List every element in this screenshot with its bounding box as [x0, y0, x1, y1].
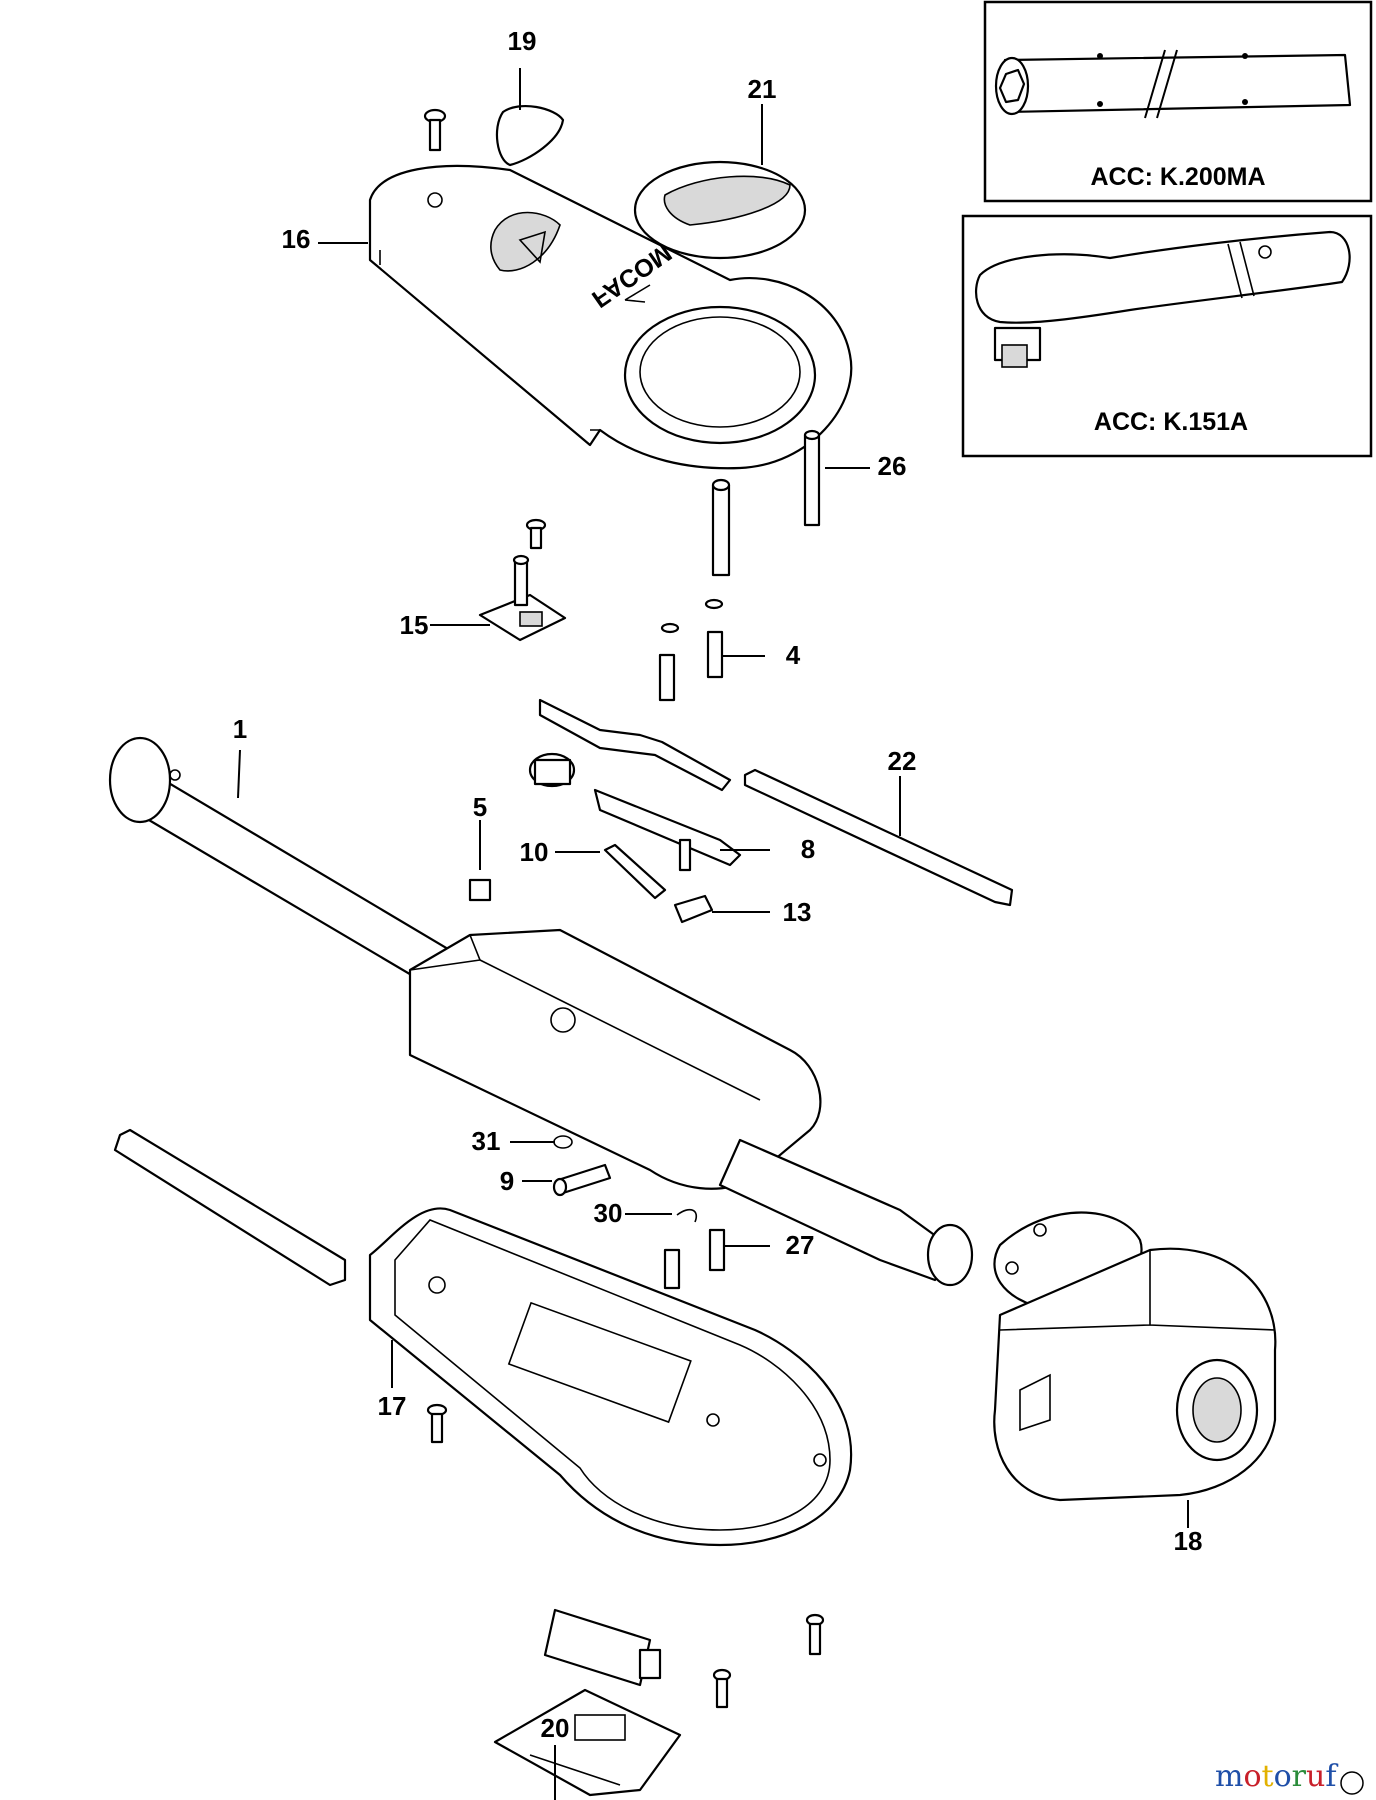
screw-top: [423, 108, 447, 152]
callout-27: 27: [786, 1230, 815, 1260]
callout-18: 18: [1174, 1526, 1203, 1556]
screw-lower-right: [805, 1613, 825, 1656]
sensor-arm: [528, 698, 742, 872]
head-housing-18: [993, 1247, 1277, 1502]
callout-21: 20: [541, 1713, 570, 1743]
battery-holder-21: [493, 1688, 682, 1797]
standoff-26: [803, 429, 821, 527]
pin-9: [552, 1163, 612, 1197]
button-cap-19: [495, 104, 565, 167]
accessory-box-ratchet: ACC: K.151A: [961, 214, 1373, 458]
watermark-letter: o: [1274, 1759, 1292, 1794]
lower-housing-17: [368, 1207, 853, 1547]
side-rail: [113, 1128, 347, 1287]
pin-13: [673, 894, 714, 924]
callout-15: 15: [400, 610, 429, 640]
callout-9: 9: [500, 1166, 514, 1196]
callout-16: 16: [282, 224, 311, 254]
battery: [543, 1608, 662, 1687]
extension-bar-icon: [994, 49, 1352, 119]
callout-5: 5: [473, 792, 487, 822]
callout-19: 19: [508, 26, 537, 56]
watermark-text: motoruf: [1215, 1759, 1338, 1794]
guide-rail-22: [743, 768, 1014, 907]
callout-1: 1: [233, 714, 247, 744]
pin-10: [603, 843, 667, 900]
accessory-box-extension: ACC: K.200MA: [983, 0, 1373, 203]
callout-13: 13: [783, 897, 812, 927]
oring-31: [553, 1135, 573, 1149]
standoff-long: [711, 478, 731, 577]
screw-15: [525, 518, 547, 550]
upper-cover-16: FACOM: [368, 164, 853, 470]
callout-20: 21: [748, 74, 777, 104]
main-frame: [408, 928, 974, 1287]
accessory-label-k200ma: ACC: K.200MA: [1090, 163, 1265, 191]
watermark-letter: m: [1215, 1759, 1243, 1794]
watermark-letter: r: [1292, 1759, 1307, 1794]
accessory-label-k151a: ACC: K.151A: [1094, 408, 1248, 436]
callout-10: 10: [520, 837, 549, 867]
callout-31: 31: [472, 1126, 501, 1156]
screw-lower-mid: [712, 1668, 732, 1709]
watermark-letter: t: [1262, 1759, 1274, 1794]
leader-lines: [237, 68, 1189, 1800]
callout-8: 8: [801, 834, 815, 864]
window-lens-20: [633, 160, 807, 260]
watermark-letter: f: [1325, 1759, 1338, 1794]
callout-4: 4: [786, 640, 801, 670]
watermark-letter: u: [1306, 1759, 1325, 1794]
ratchet-head-icon: [974, 230, 1351, 368]
screw-lower-left: [426, 1403, 448, 1444]
callout-labels: 19 21 16 26 15 4 1 22 5 10 8 13 31 9 30 …: [233, 26, 1203, 1743]
standoff-27: [663, 1228, 726, 1290]
callout-30: 30: [594, 1198, 623, 1228]
watermark-badge: [1340, 1771, 1364, 1795]
watermark-letter: o: [1243, 1759, 1261, 1794]
callout-17: 17: [378, 1391, 407, 1421]
nut-5: [468, 878, 492, 902]
sensor-board-15: [478, 554, 567, 642]
clip-30: [676, 1208, 697, 1223]
callout-22: 22: [888, 746, 917, 776]
callout-26: 26: [878, 451, 907, 481]
spacer-4: [658, 598, 724, 702]
